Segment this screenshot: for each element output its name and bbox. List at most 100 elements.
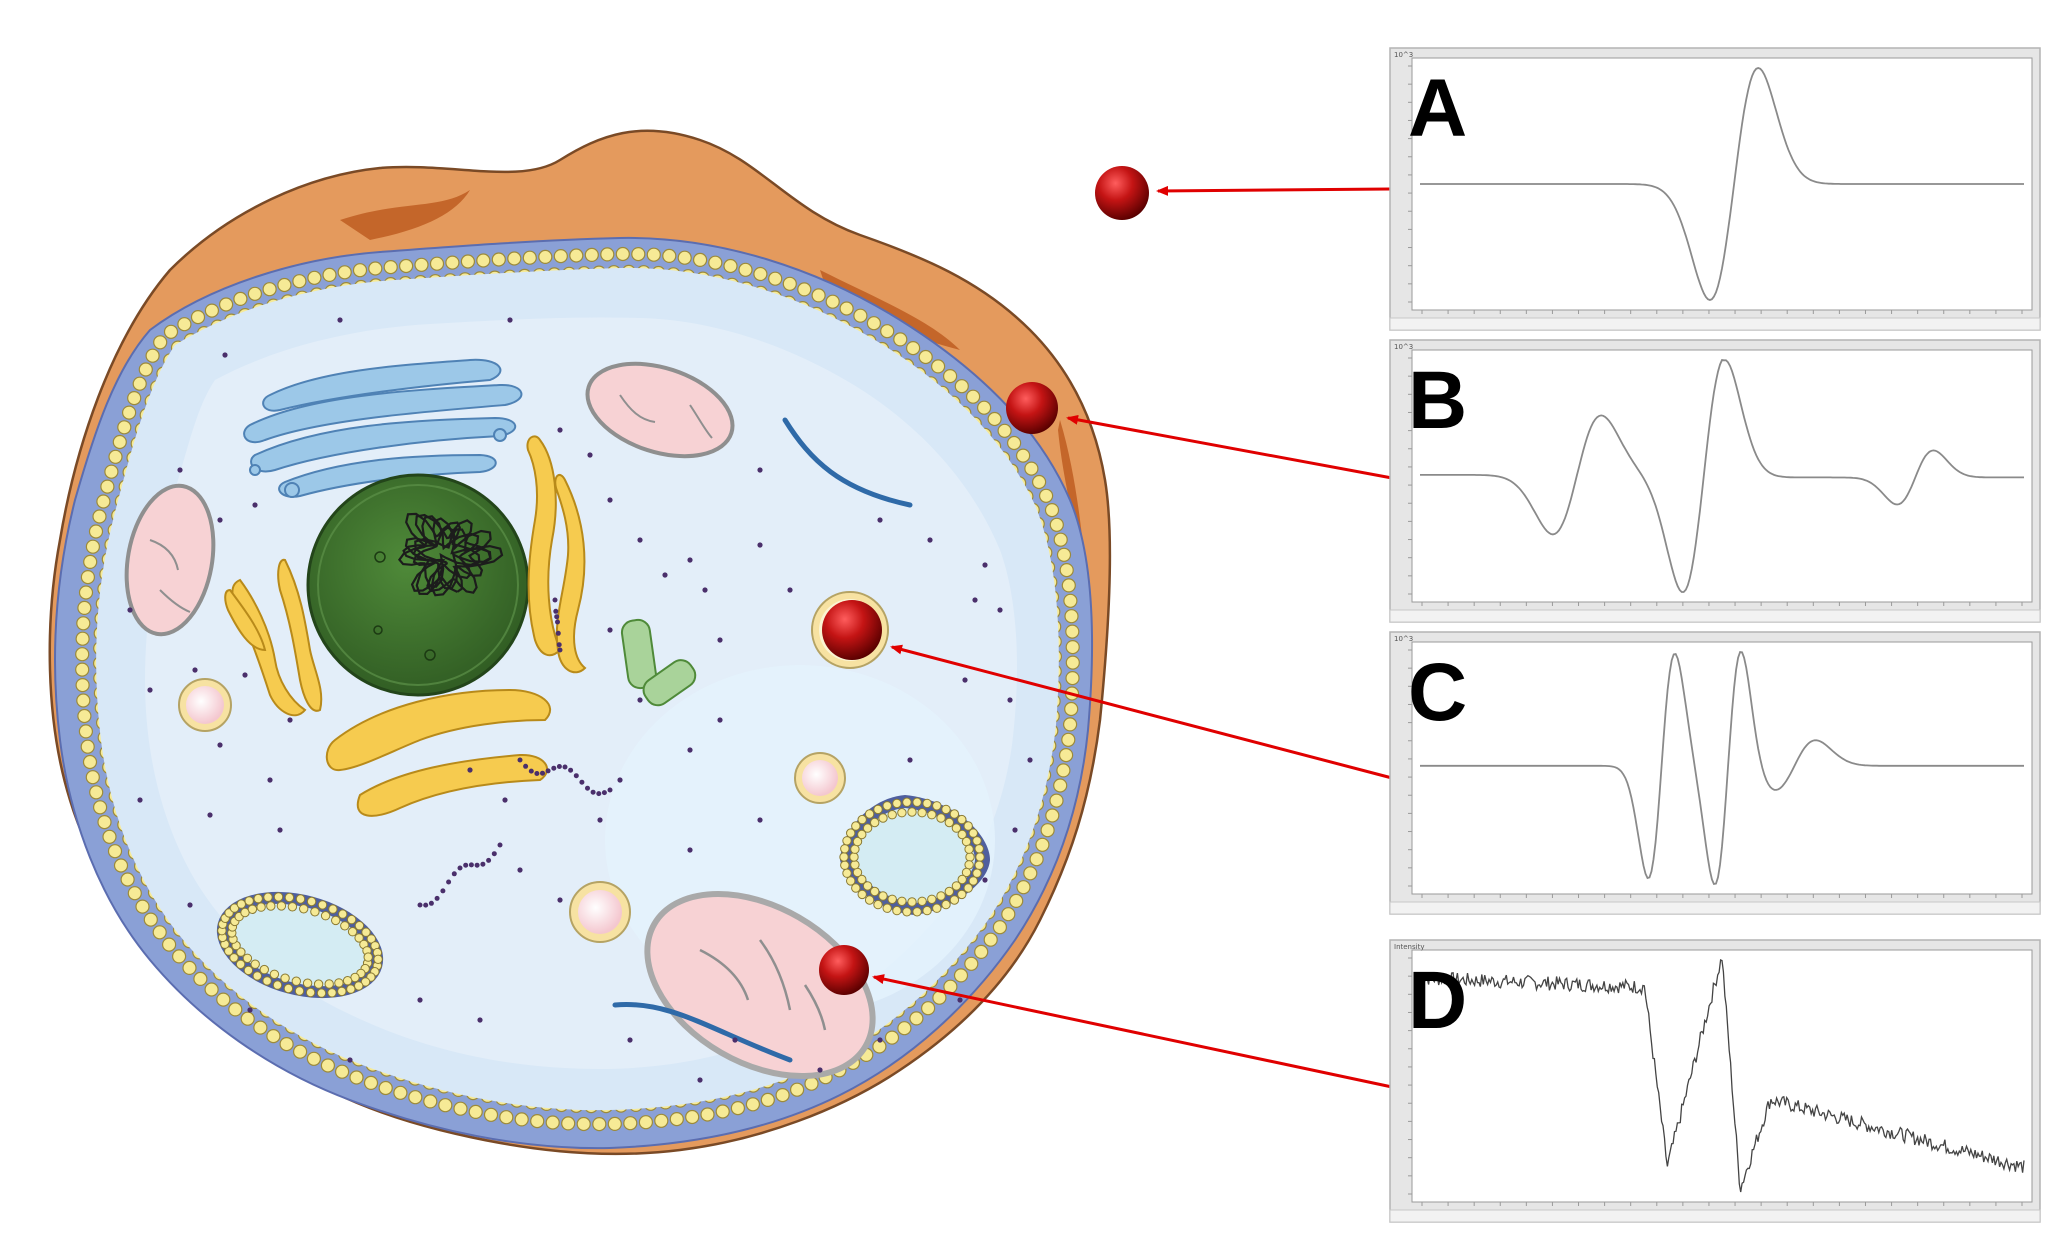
phospholipid-head xyxy=(445,255,460,270)
ribosome-dot xyxy=(192,667,198,673)
spin-probe-markers xyxy=(819,166,1149,995)
phospholipid-head xyxy=(414,257,429,272)
endosome-bead xyxy=(851,883,861,893)
ribosome-dot xyxy=(957,997,963,1003)
phospholipid-head xyxy=(78,585,94,600)
ribosome-dot xyxy=(551,765,557,771)
phospholipid-head xyxy=(607,1116,622,1132)
endosome-bead xyxy=(273,892,284,902)
phospholipid-head xyxy=(715,1104,730,1119)
microtubule xyxy=(782,417,913,508)
ribosome-dot xyxy=(277,827,283,833)
endosome-bead xyxy=(922,905,932,916)
phospholipid-head xyxy=(1031,474,1047,490)
phospholipid-head xyxy=(83,554,98,570)
endosome-bead xyxy=(862,823,873,833)
endosome-bead xyxy=(957,889,967,900)
phospholipid-head xyxy=(730,1100,746,1116)
phospholipid-head xyxy=(576,1116,591,1132)
endosome-bead xyxy=(849,852,859,862)
phospholipid-head xyxy=(182,960,197,976)
endosome-bead xyxy=(912,907,922,917)
phospholipid-head xyxy=(82,754,98,770)
ribosome-dot xyxy=(491,851,497,857)
ribosome-dot xyxy=(627,1037,633,1043)
phospholipid-head xyxy=(811,288,826,303)
mitochondrion xyxy=(124,483,216,637)
endosome-bead xyxy=(932,903,942,913)
ribosome-dot xyxy=(702,587,708,593)
ribosome-dot xyxy=(247,1007,253,1013)
phospholipid-head xyxy=(569,248,584,263)
endosome-bead xyxy=(968,828,978,838)
ribosome-dot xyxy=(517,867,523,873)
endosome-bead xyxy=(927,810,937,820)
ribosome-dot xyxy=(545,768,551,774)
endosome-bead xyxy=(295,894,306,904)
status-strip xyxy=(1389,609,2041,623)
endosome-bead xyxy=(862,881,873,891)
phospholipid-head xyxy=(631,247,646,262)
phospholipid-head xyxy=(997,423,1012,438)
phospholipid-head xyxy=(152,925,167,940)
endosome-bead xyxy=(857,889,867,900)
endosome-bead xyxy=(354,981,364,991)
endosome-bead xyxy=(316,988,327,998)
endosome-bead xyxy=(887,894,897,904)
membrane-streak xyxy=(340,190,470,240)
spectrum-panel-a: 10^3A xyxy=(1389,47,2041,331)
ribosome-dot xyxy=(222,352,228,358)
endosome-bead xyxy=(363,952,373,962)
ribosome-dot xyxy=(451,871,457,877)
phospholipid-head xyxy=(638,1115,654,1130)
ribosome-dot xyxy=(596,791,602,797)
phospholipid-head xyxy=(866,316,882,331)
phospholipid-head xyxy=(1059,562,1074,578)
centriole xyxy=(620,618,697,707)
status-strip xyxy=(1389,901,2041,915)
phospholipid-head xyxy=(143,912,158,927)
endosome-bead xyxy=(851,821,861,831)
ribosome-dot xyxy=(528,768,534,774)
phospholipid-head xyxy=(320,1058,335,1073)
ribosome-dot xyxy=(337,317,343,323)
phospholipid-head xyxy=(429,256,445,271)
phospholipid-head xyxy=(1049,793,1064,808)
ribosome-dot xyxy=(590,789,596,795)
phospholipid-head xyxy=(483,1107,499,1122)
endosome-bead xyxy=(857,874,867,885)
phospholipid-head xyxy=(775,1087,790,1103)
phospholipid-head xyxy=(453,1101,468,1116)
chromatin-strand xyxy=(414,528,504,594)
phospholipid-head xyxy=(1023,866,1038,881)
ribosome-dot xyxy=(562,764,568,770)
ribosome-dot xyxy=(907,757,913,763)
phospholipid-head xyxy=(1035,837,1050,852)
phospholipid-head xyxy=(538,249,553,264)
endosome-bead xyxy=(310,907,320,917)
endosome-bead xyxy=(361,927,371,937)
endosome-bead xyxy=(262,976,272,986)
phospholipid-head xyxy=(204,303,219,318)
endosome-bead xyxy=(963,821,973,831)
phospholipid-head xyxy=(172,949,187,964)
phospholipid-head xyxy=(335,1064,350,1079)
endosome-bead xyxy=(337,986,347,997)
ribosome-dot xyxy=(553,608,559,614)
phospholipid-head xyxy=(1065,624,1080,639)
phospholipid-head xyxy=(600,247,615,262)
phospholipid-head xyxy=(692,252,708,267)
ribosome-dot xyxy=(287,717,293,723)
ribosome-dot xyxy=(267,777,273,783)
endosome-bead xyxy=(235,959,246,969)
phospholipid-head xyxy=(92,509,107,524)
endosome-bead xyxy=(256,902,266,912)
ribosome-dot xyxy=(717,717,723,723)
endosome-bead xyxy=(846,876,856,886)
mitochondrion xyxy=(644,890,876,1080)
phospholipid-head xyxy=(491,252,506,267)
ribosome-dot xyxy=(497,842,503,848)
endosome-bead xyxy=(280,973,290,983)
phospholipid-head xyxy=(247,286,262,301)
